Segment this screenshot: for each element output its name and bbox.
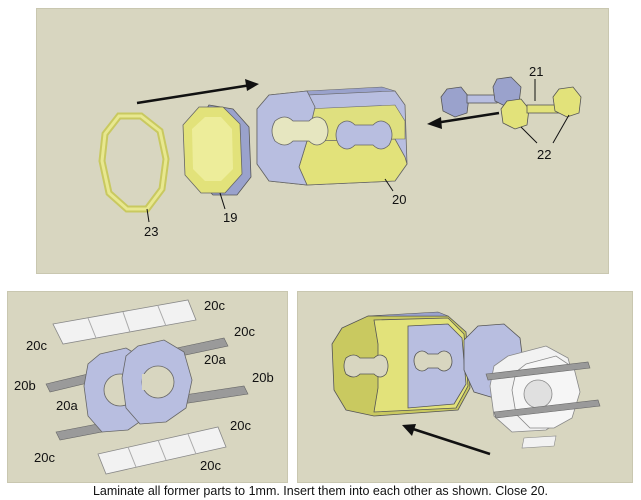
label-20b-2: 20b (14, 378, 36, 393)
label-23: 23 (144, 224, 158, 239)
label-20c-6: 20c (200, 458, 221, 473)
part-23-ring (98, 112, 170, 223)
insertion-panel (297, 291, 633, 483)
label-21: 21 (529, 64, 543, 79)
label-20c-5: 20c (34, 450, 55, 465)
tube-assembly (331, 311, 471, 417)
former-cluster-white (485, 345, 601, 449)
exploded-formers-panel: 20c 20c 20c 20a 20b 20b 20a 20c 20c 20c (7, 291, 288, 483)
label-20a-2: 20a (56, 398, 78, 413)
part-21-dumbbell (440, 76, 536, 118)
label-20: 20 (392, 192, 406, 207)
part-20-tube (256, 86, 408, 192)
label-20c-1: 20c (204, 298, 225, 313)
insertion-diagram (331, 311, 601, 456)
strip-20c-top (52, 299, 197, 345)
assembly-panel-top: 23 19 20 (36, 8, 609, 274)
instruction-caption: Laminate all former parts to 1mm. Insert… (92, 484, 549, 498)
insert-arrow-right (427, 111, 500, 129)
part-22-dumbbell (500, 86, 582, 144)
label-22: 22 (537, 147, 551, 162)
exploded-formers-diagram: 20c 20c 20c 20a 20b 20b 20a 20c 20c 20c (14, 298, 274, 475)
label-20c-2: 20c (234, 324, 255, 339)
part-19-octagon (182, 104, 252, 210)
label-19: 19 (223, 210, 237, 225)
label-20c-3: 20c (26, 338, 47, 353)
former-20a-right (121, 339, 193, 425)
label-20c-4: 20c (230, 418, 251, 433)
insert-arrow-left (136, 79, 259, 105)
assembly-diagram-top: 23 19 20 (98, 64, 582, 239)
label-20b-1: 20b (252, 370, 274, 385)
insert-arrow-bottom (402, 424, 491, 456)
label-20a-1: 20a (204, 352, 226, 367)
